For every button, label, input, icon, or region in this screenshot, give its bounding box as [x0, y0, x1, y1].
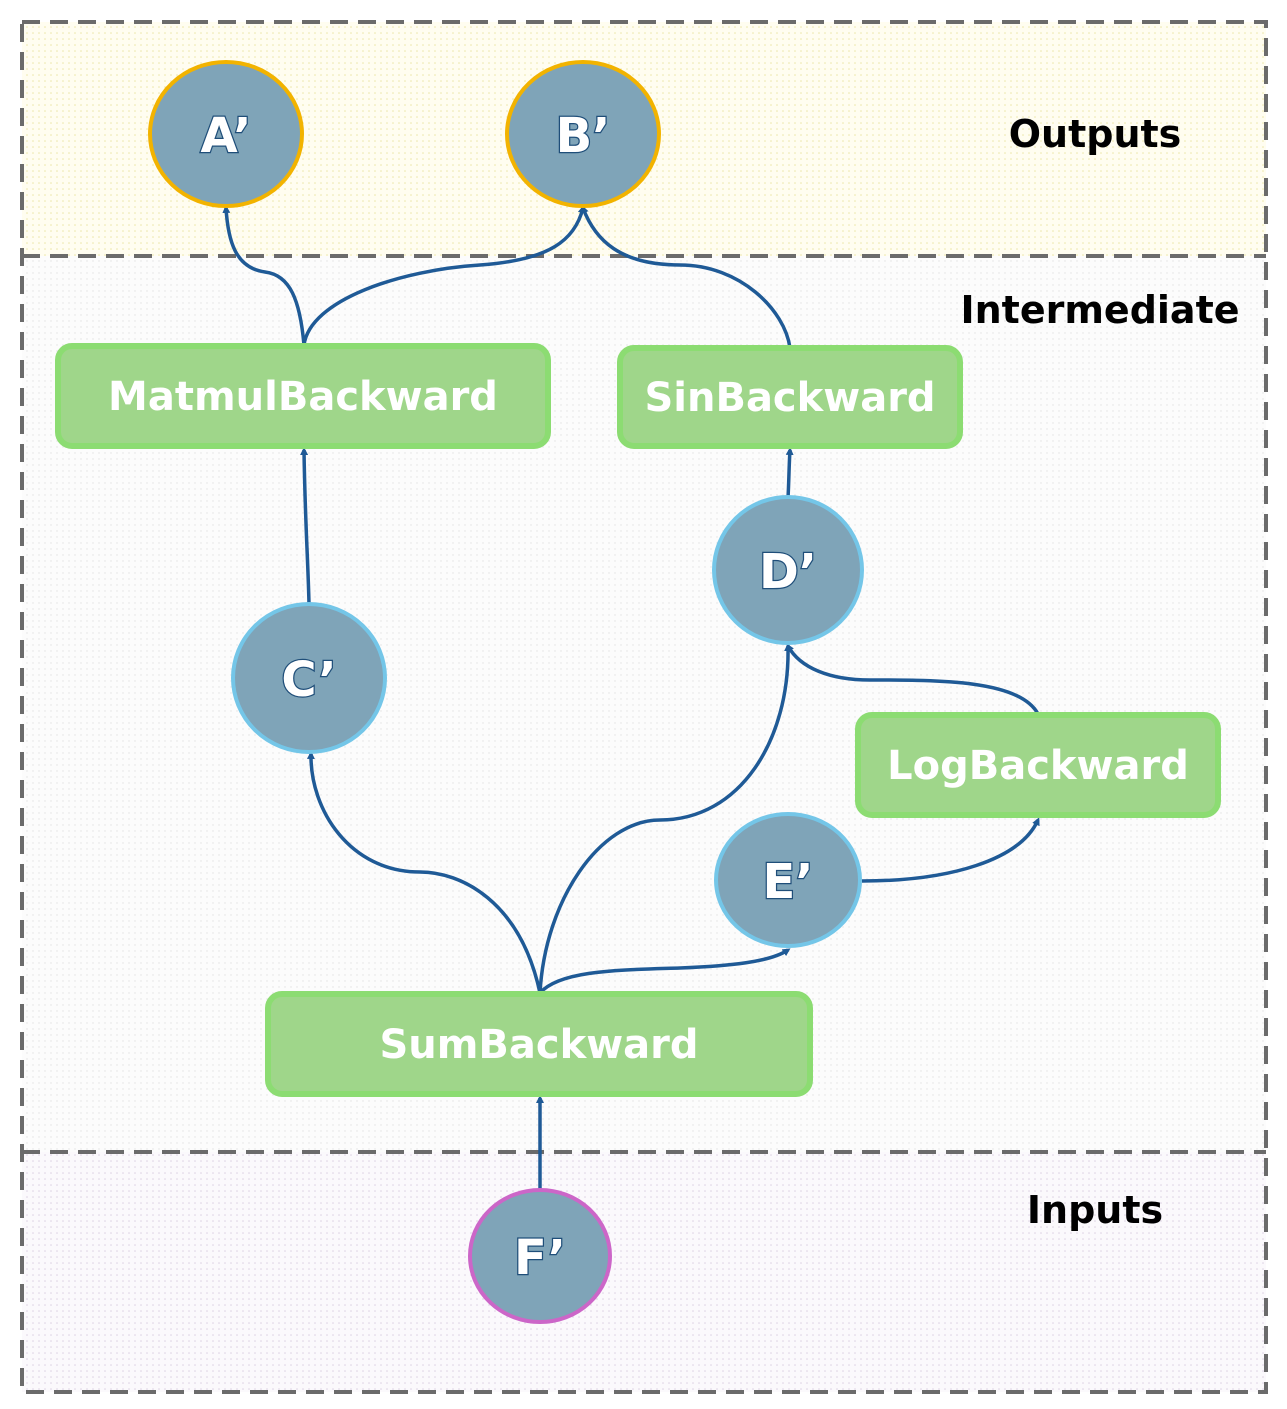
- node-d: D’: [712, 495, 864, 645]
- node-label: D’: [759, 544, 817, 600]
- op-sin-backward: SinBackward: [617, 345, 963, 449]
- edge-matmul-to-b: [302, 205, 586, 346]
- node-circle: [468, 1188, 612, 1324]
- edge-sum-to-d: [538, 643, 793, 994]
- node-e: E’: [714, 812, 862, 948]
- op-sum-backward: SumBackward: [265, 991, 813, 1097]
- node-label: F’: [514, 1230, 566, 1286]
- op-label: SumBackward: [379, 1022, 698, 1068]
- node-f: F’: [468, 1188, 612, 1324]
- node-label: C’: [281, 652, 336, 708]
- op-box: [265, 991, 813, 1097]
- node-label: A’: [201, 108, 252, 164]
- edge-sum-to-e: [538, 948, 791, 995]
- inputs-label: Inputs: [1027, 1188, 1163, 1232]
- intermediate-label: Intermediate: [960, 288, 1239, 332]
- op-box: [855, 712, 1221, 818]
- op-matmul-backward: MatmulBackward: [55, 343, 551, 449]
- edge-e-to-log: [861, 817, 1040, 883]
- node-circle: [231, 602, 387, 754]
- node-label: B’: [556, 108, 611, 164]
- edge-log-to-d: [786, 643, 1040, 715]
- node-circle: [714, 812, 862, 948]
- node-circle: [148, 60, 304, 208]
- edge-c-to-matmul: [300, 447, 311, 605]
- op-label: MatmulBackward: [108, 374, 498, 420]
- op-box: [55, 343, 551, 449]
- edge-sin-to-b: [581, 205, 792, 349]
- op-log-backward: LogBackward: [855, 712, 1221, 818]
- outer-border: [20, 20, 1268, 1394]
- node-a: A’: [148, 60, 304, 208]
- edges: [222, 205, 1040, 1190]
- inputs-region: [22, 1152, 1266, 1392]
- node-circle: [712, 495, 864, 645]
- node-c: C’: [231, 602, 387, 754]
- op-box: [617, 345, 963, 449]
- node-label: E’: [762, 854, 813, 910]
- op-label: LogBackward: [887, 743, 1189, 789]
- edge-sum-to-c: [306, 751, 542, 994]
- edge-matmul-to-a: [222, 205, 306, 346]
- outputs-label: Outputs: [1009, 112, 1182, 156]
- edge-d-to-sin: [785, 447, 794, 499]
- node-b: B’: [505, 60, 661, 208]
- node-circle: [505, 60, 661, 208]
- op-label: SinBackward: [644, 375, 935, 421]
